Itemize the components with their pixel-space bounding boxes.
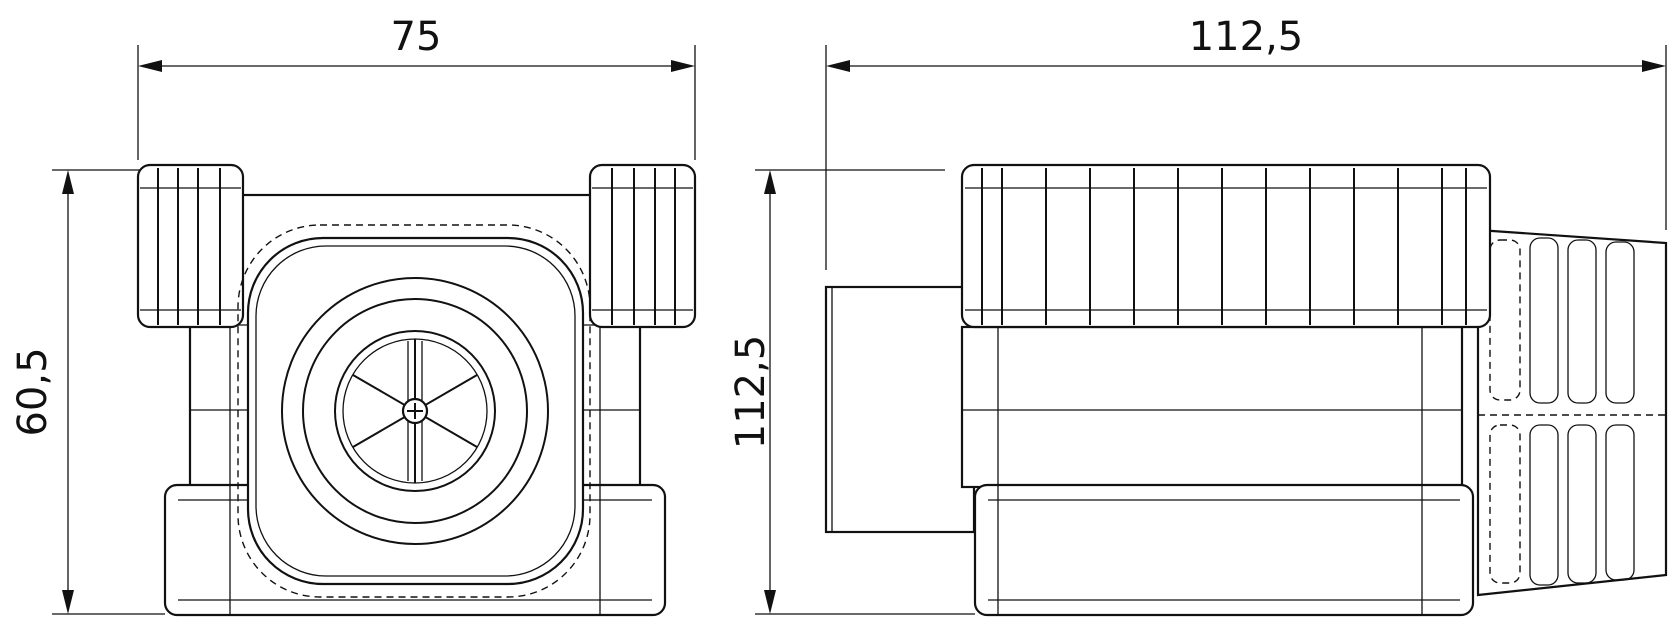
dimension-side-length: 112,5: [825, 14, 1667, 270]
dimension-front-width: 75: [137, 14, 696, 160]
dimension-label-front-width: 75: [391, 14, 442, 60]
dimension-label-front-height: 60,5: [10, 347, 56, 436]
dimension-side-height: 112,5: [728, 169, 975, 615]
side-main-body: [960, 325, 1464, 489]
side-outlet-section: [1476, 228, 1668, 597]
front-view: [136, 163, 697, 617]
dimension-front-height: 60,5: [10, 169, 165, 615]
side-base: [973, 483, 1475, 617]
front-impeller: [281, 277, 549, 545]
side-top-nut: [960, 163, 1492, 329]
side-inlet-pipe: [824, 285, 976, 534]
dimension-label-side-length: 112,5: [1189, 14, 1304, 60]
front-left-nut: [136, 163, 245, 329]
front-right-nut: [588, 163, 697, 329]
dimension-label-side-height: 112,5: [728, 335, 774, 450]
side-view: [824, 163, 1668, 617]
